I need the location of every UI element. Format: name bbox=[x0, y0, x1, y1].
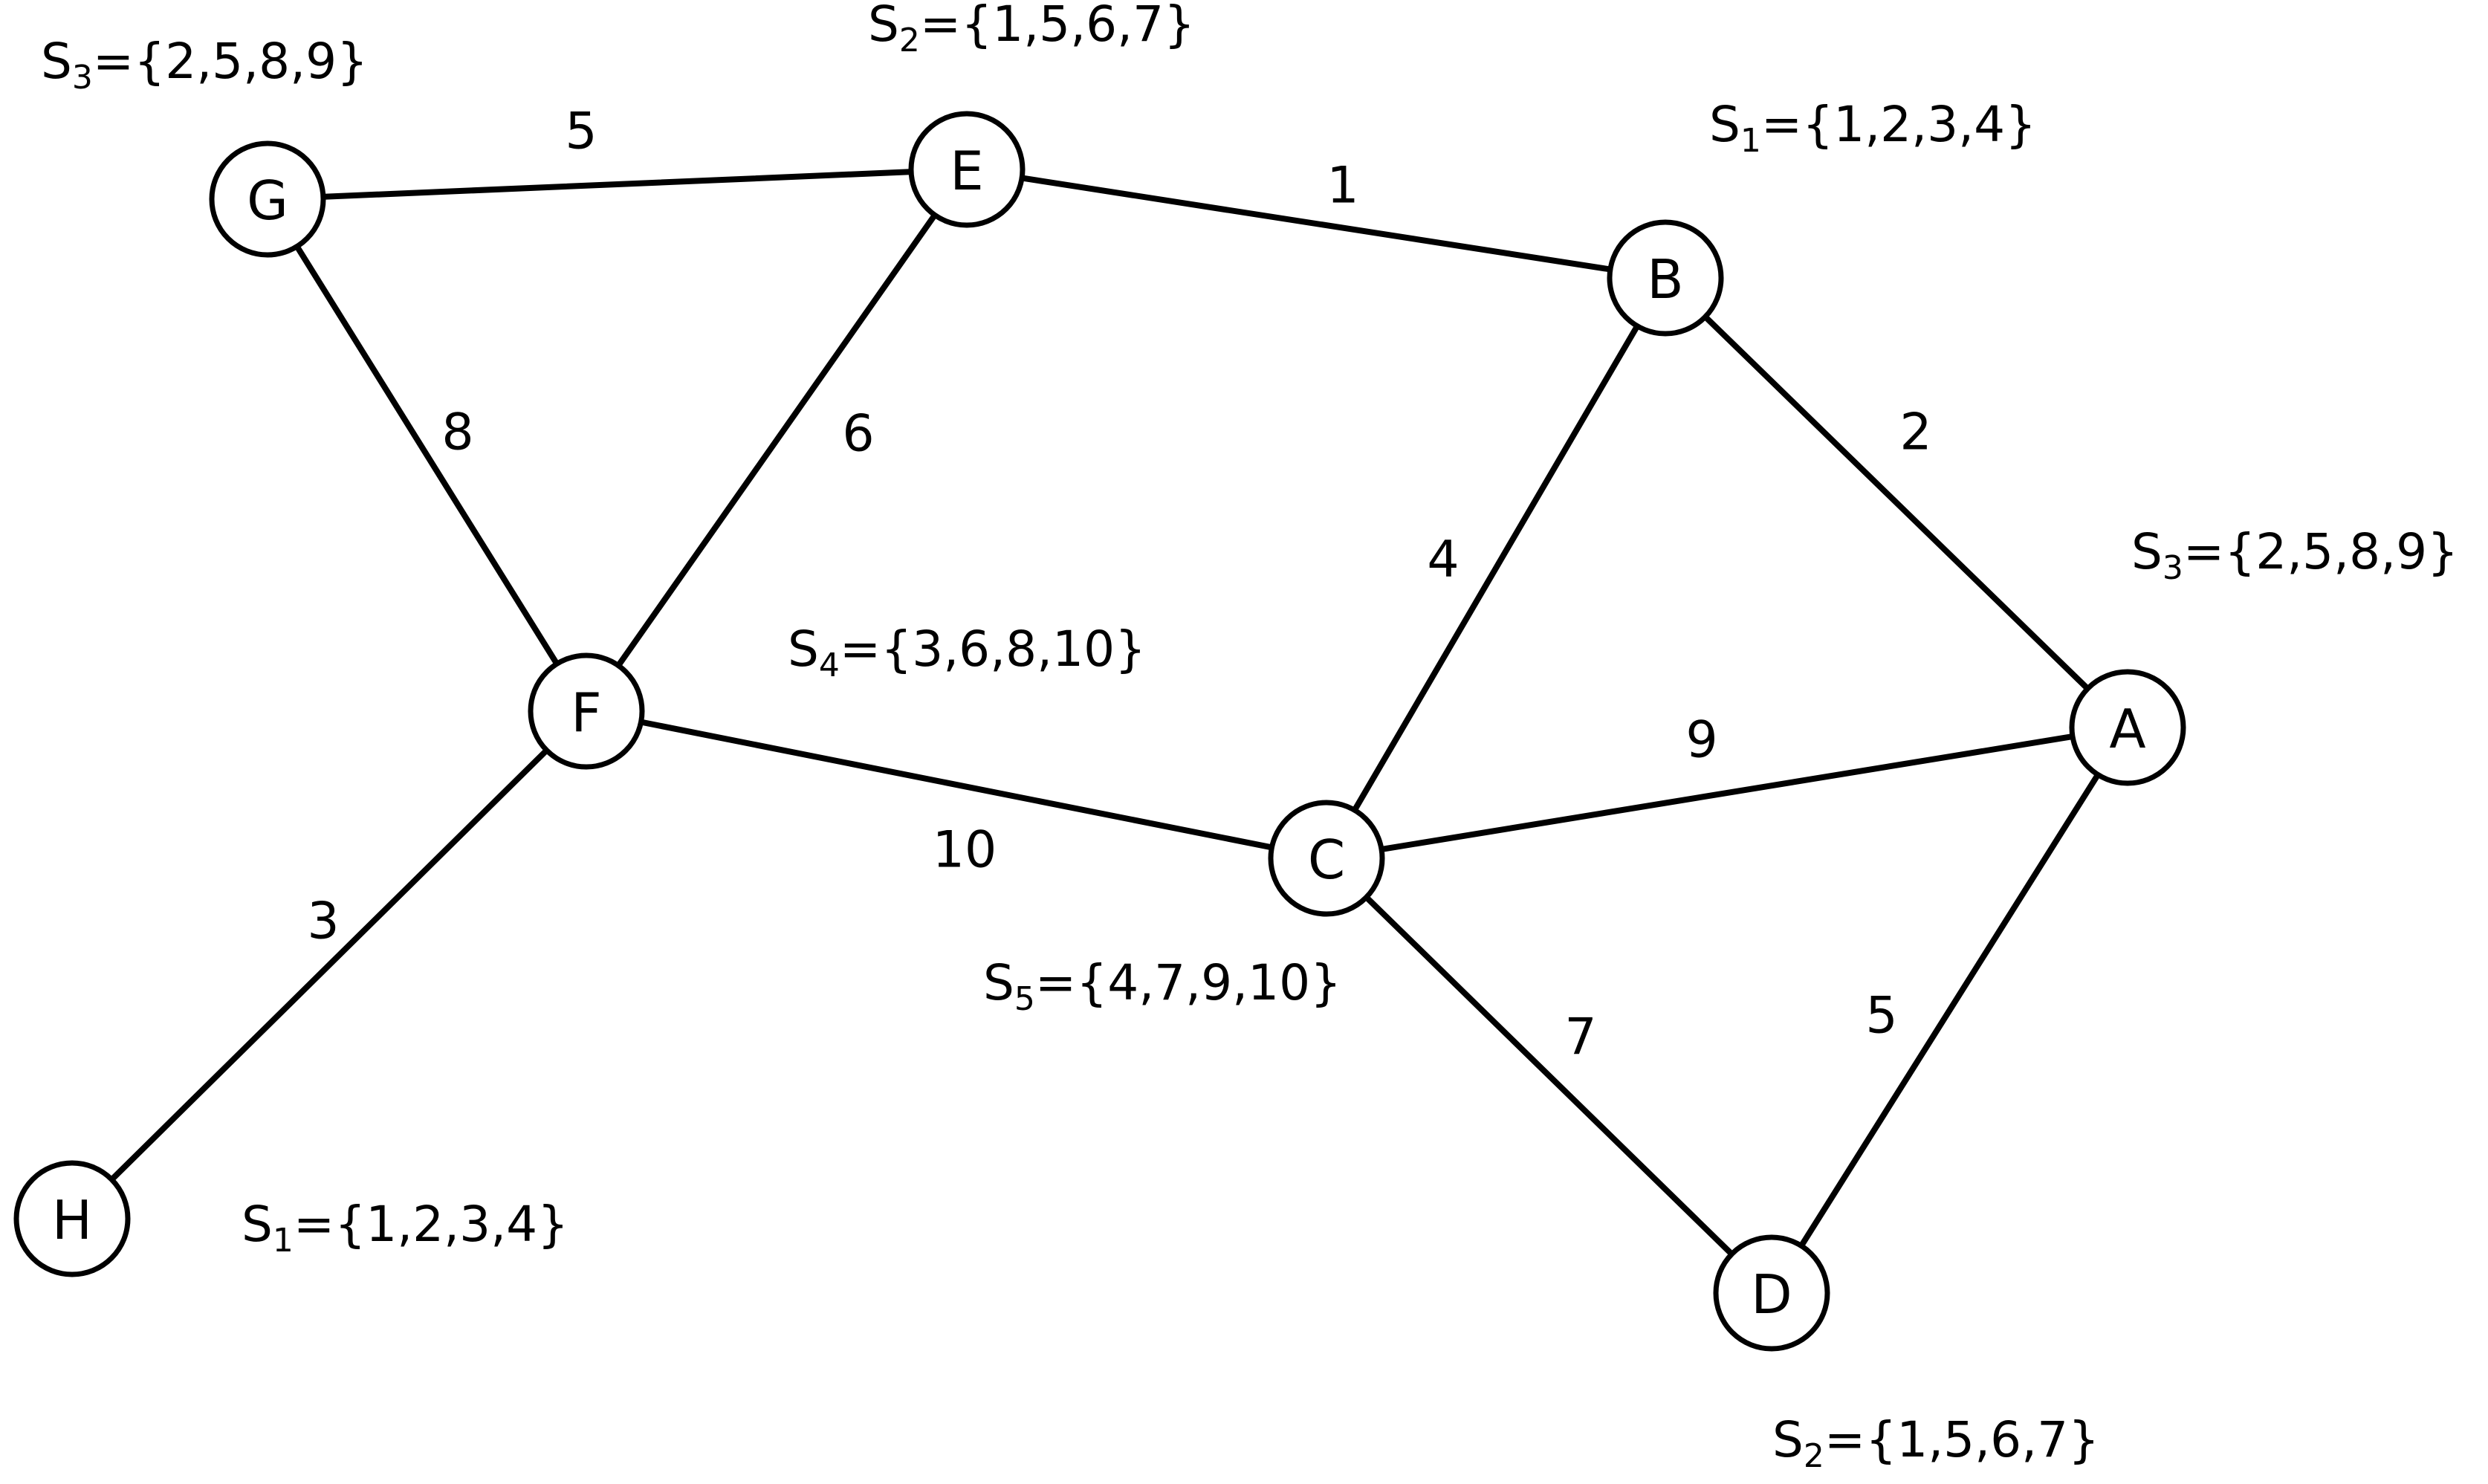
edge-weight-e-b: 1 bbox=[1326, 157, 1358, 216]
edge-weight-c-a: 9 bbox=[1685, 711, 1717, 770]
edge-weight-f-c: 10 bbox=[933, 821, 997, 880]
node-c: C bbox=[1268, 800, 1385, 917]
edge-weight-c-d: 7 bbox=[1564, 1008, 1596, 1067]
edge-weight-b-c: 4 bbox=[1427, 531, 1459, 589]
node-label-c: C bbox=[1308, 829, 1345, 891]
node-label-a: A bbox=[2109, 698, 2145, 760]
node-label-g: G bbox=[247, 169, 288, 232]
set-subscript: 2 bbox=[899, 22, 920, 59]
set-members: ={1,2,3,4} bbox=[294, 1196, 568, 1253]
edge-weight-f-h: 3 bbox=[307, 892, 339, 951]
edge-e-f bbox=[583, 166, 970, 714]
edge-weight-g-f: 8 bbox=[441, 404, 473, 462]
set-members: ={1,5,6,7} bbox=[1824, 1411, 2099, 1468]
node-circle-c bbox=[1268, 800, 1385, 917]
edge-c-a bbox=[1324, 725, 2131, 861]
set-members: ={3,6,8,10} bbox=[840, 621, 1146, 678]
node-label-f: F bbox=[571, 681, 601, 744]
node-e: E bbox=[908, 111, 1026, 228]
edge-weight-a-d: 5 bbox=[1865, 987, 1897, 1046]
edge-c-d bbox=[1324, 855, 1775, 1296]
nodes-layer: A B C D E F G H bbox=[13, 111, 2186, 1352]
set-name: S bbox=[868, 0, 899, 53]
set-name: S bbox=[1772, 1411, 1804, 1468]
node-circle-d bbox=[1713, 1234, 1830, 1352]
edge-f-h bbox=[69, 708, 589, 1222]
set-subscript: 4 bbox=[819, 647, 840, 684]
set-name: S bbox=[2131, 523, 2163, 580]
set-label-b: S1={1,2,3,4} bbox=[1709, 96, 2036, 160]
set-members: ={1,5,6,7} bbox=[920, 0, 1195, 53]
set-name: S bbox=[983, 954, 1014, 1011]
edge-weight-b-a: 2 bbox=[1899, 404, 1931, 462]
sets-layer: S3={2,5,8,9}S2={1,5,6,7}S1={1,2,3,4}S3={… bbox=[41, 0, 2458, 1475]
node-a: A bbox=[2069, 669, 2186, 786]
set-name: S bbox=[788, 621, 819, 678]
set-subscript: 3 bbox=[2163, 549, 2183, 587]
edge-b-a bbox=[1662, 275, 2131, 730]
set-name: S bbox=[242, 1196, 273, 1253]
node-circle-a bbox=[2069, 669, 2186, 786]
node-label-d: D bbox=[1751, 1263, 1792, 1326]
edge-a-d bbox=[1769, 725, 2131, 1296]
edge-weight-e-f: 6 bbox=[842, 405, 874, 464]
node-b: B bbox=[1607, 219, 1724, 337]
edges-layer bbox=[69, 166, 2131, 1296]
set-subscript: 1 bbox=[1740, 122, 1761, 160]
set-label-g: S3={2,5,8,9} bbox=[41, 33, 368, 97]
set-label-e: S2={1,5,6,7} bbox=[868, 0, 1195, 59]
node-label-h: H bbox=[52, 1189, 92, 1251]
node-circle-e bbox=[908, 111, 1026, 228]
set-name: S bbox=[1709, 96, 1740, 153]
node-d: D bbox=[1713, 1234, 1830, 1352]
node-f: F bbox=[528, 652, 645, 770]
set-label-a: S3={2,5,8,9} bbox=[2131, 523, 2458, 587]
node-circle-f bbox=[528, 652, 645, 770]
node-label-e: E bbox=[950, 140, 984, 202]
set-name: S bbox=[41, 33, 72, 90]
set-members: ={2,5,8,9} bbox=[2183, 523, 2458, 580]
node-g: G bbox=[209, 140, 326, 258]
weights-layer: 5 1 8 6 2 4 9 10 3 7 5 bbox=[307, 103, 1931, 1067]
set-subscript: 5 bbox=[1014, 980, 1035, 1018]
edge-f-c bbox=[583, 708, 1329, 861]
edge-g-f bbox=[265, 196, 589, 714]
edge-g-e bbox=[265, 166, 970, 202]
edge-b-c bbox=[1324, 275, 1668, 861]
set-label-h: S1={1,2,3,4} bbox=[242, 1196, 568, 1260]
set-subscript: 1 bbox=[273, 1222, 294, 1260]
set-subscript: 2 bbox=[1804, 1437, 1824, 1475]
set-label-c: S5={4,7,9,10} bbox=[983, 954, 1341, 1018]
node-circle-b bbox=[1607, 219, 1724, 337]
node-label-b: B bbox=[1647, 248, 1683, 311]
set-members: ={1,2,3,4} bbox=[1761, 96, 2036, 153]
set-label-f: S4={3,6,8,10} bbox=[788, 621, 1146, 684]
set-label-d: S2={1,5,6,7} bbox=[1772, 1411, 2099, 1475]
edge-e-b bbox=[964, 166, 1668, 281]
node-circle-h bbox=[13, 1160, 131, 1277]
set-members: ={2,5,8,9} bbox=[93, 33, 368, 90]
set-members: ={4,7,9,10} bbox=[1035, 954, 1341, 1011]
node-circle-g bbox=[209, 140, 326, 258]
edge-weight-g-e: 5 bbox=[565, 103, 597, 161]
node-h: H bbox=[13, 1160, 131, 1277]
set-subscript: 3 bbox=[72, 59, 93, 97]
